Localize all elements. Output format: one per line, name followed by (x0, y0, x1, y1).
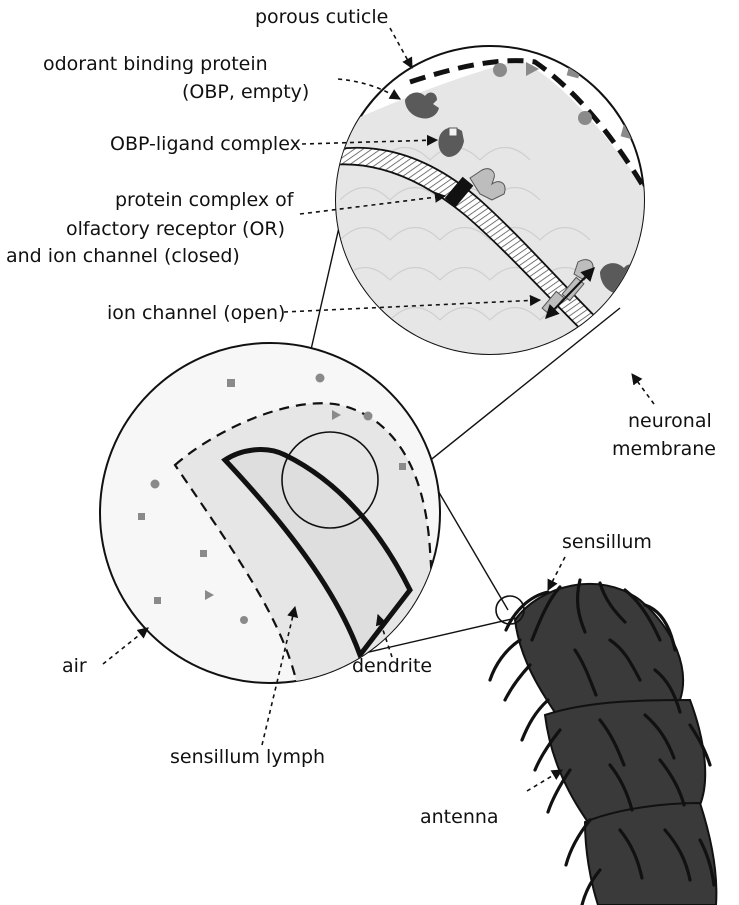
label-protein-complex-line3: and ion channel (closed) (6, 245, 240, 267)
label-neuronal: neuronal (628, 410, 712, 432)
antenna-segment-3 (585, 803, 716, 905)
label-obp-ligand-complex: OBP-ligand complex (110, 133, 301, 155)
label-obp-line1: odorant binding protein (43, 53, 268, 75)
label-dendrite: dendrite (352, 655, 432, 677)
antenna-illustration (490, 580, 716, 905)
label-sensillum: sensillum (562, 531, 652, 553)
label-obp-line2: (OBP, empty) (182, 81, 309, 103)
label-porous-cuticle: porous cuticle (255, 6, 388, 28)
label-sensillum-lymph: sensillum lymph (170, 746, 325, 768)
label-ion-channel-open: ion channel (open) (107, 302, 285, 324)
molecular-zoom-circle (330, 46, 700, 420)
label-air: air (62, 655, 87, 677)
label-protein-complex-line2: olfactory receptor (OR) (66, 218, 285, 240)
label-antenna: antenna (420, 806, 499, 828)
label-protein-complex-line1: protein complex of (115, 189, 295, 211)
label-membrane: membrane (612, 438, 716, 460)
